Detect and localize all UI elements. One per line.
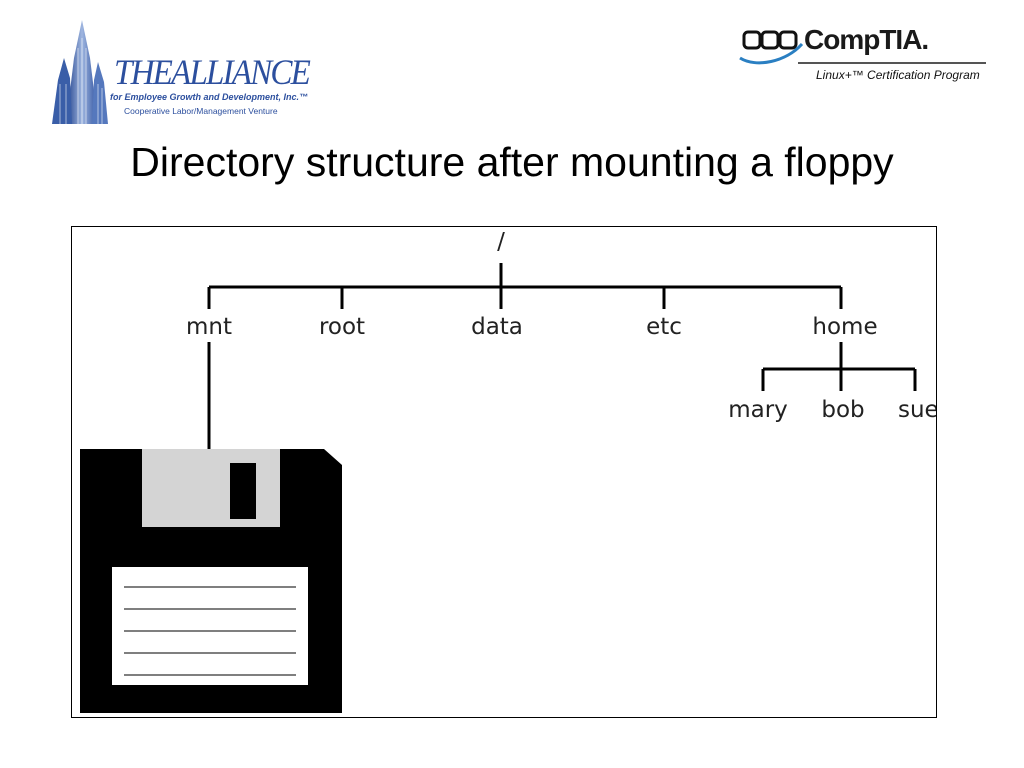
node-data: data [471, 314, 523, 340]
comptia-logo: CompTIA. Linux+™ Certification Program [736, 22, 992, 94]
floppy-disk-icon [80, 449, 342, 713]
directory-diagram: / mnt root data etc home mary bob sue [71, 226, 937, 718]
node-etc: etc [646, 314, 682, 340]
node-root-slash: / [497, 229, 505, 255]
node-sue: sue [898, 397, 937, 423]
alliance-tagline: Cooperative Labor/Management Venture [124, 106, 278, 116]
node-mnt: mnt [186, 314, 232, 340]
node-mary: mary [728, 397, 788, 423]
comptia-rings-icon [739, 30, 804, 65]
alliance-wordmark: THEALLIANCE [114, 52, 311, 92]
comptia-divider [798, 62, 986, 64]
node-home: home [812, 314, 877, 340]
alliance-subtitle: for Employee Growth and Development, Inc… [110, 92, 309, 102]
page-title: Directory structure after mounting a flo… [130, 139, 894, 185]
building-tower-icon [52, 20, 108, 124]
comptia-subtitle: Linux+™ Certification Program [816, 68, 980, 82]
node-bob: bob [821, 397, 864, 423]
alliance-logo: THEALLIANCE for Employee Growth and Deve… [48, 14, 311, 126]
comptia-wordmark: CompTIA. [804, 24, 929, 55]
directory-tree: / mnt root data etc home mary bob sue [80, 229, 937, 713]
tree-connectors [207, 263, 917, 449]
node-root-dir: root [319, 314, 365, 340]
